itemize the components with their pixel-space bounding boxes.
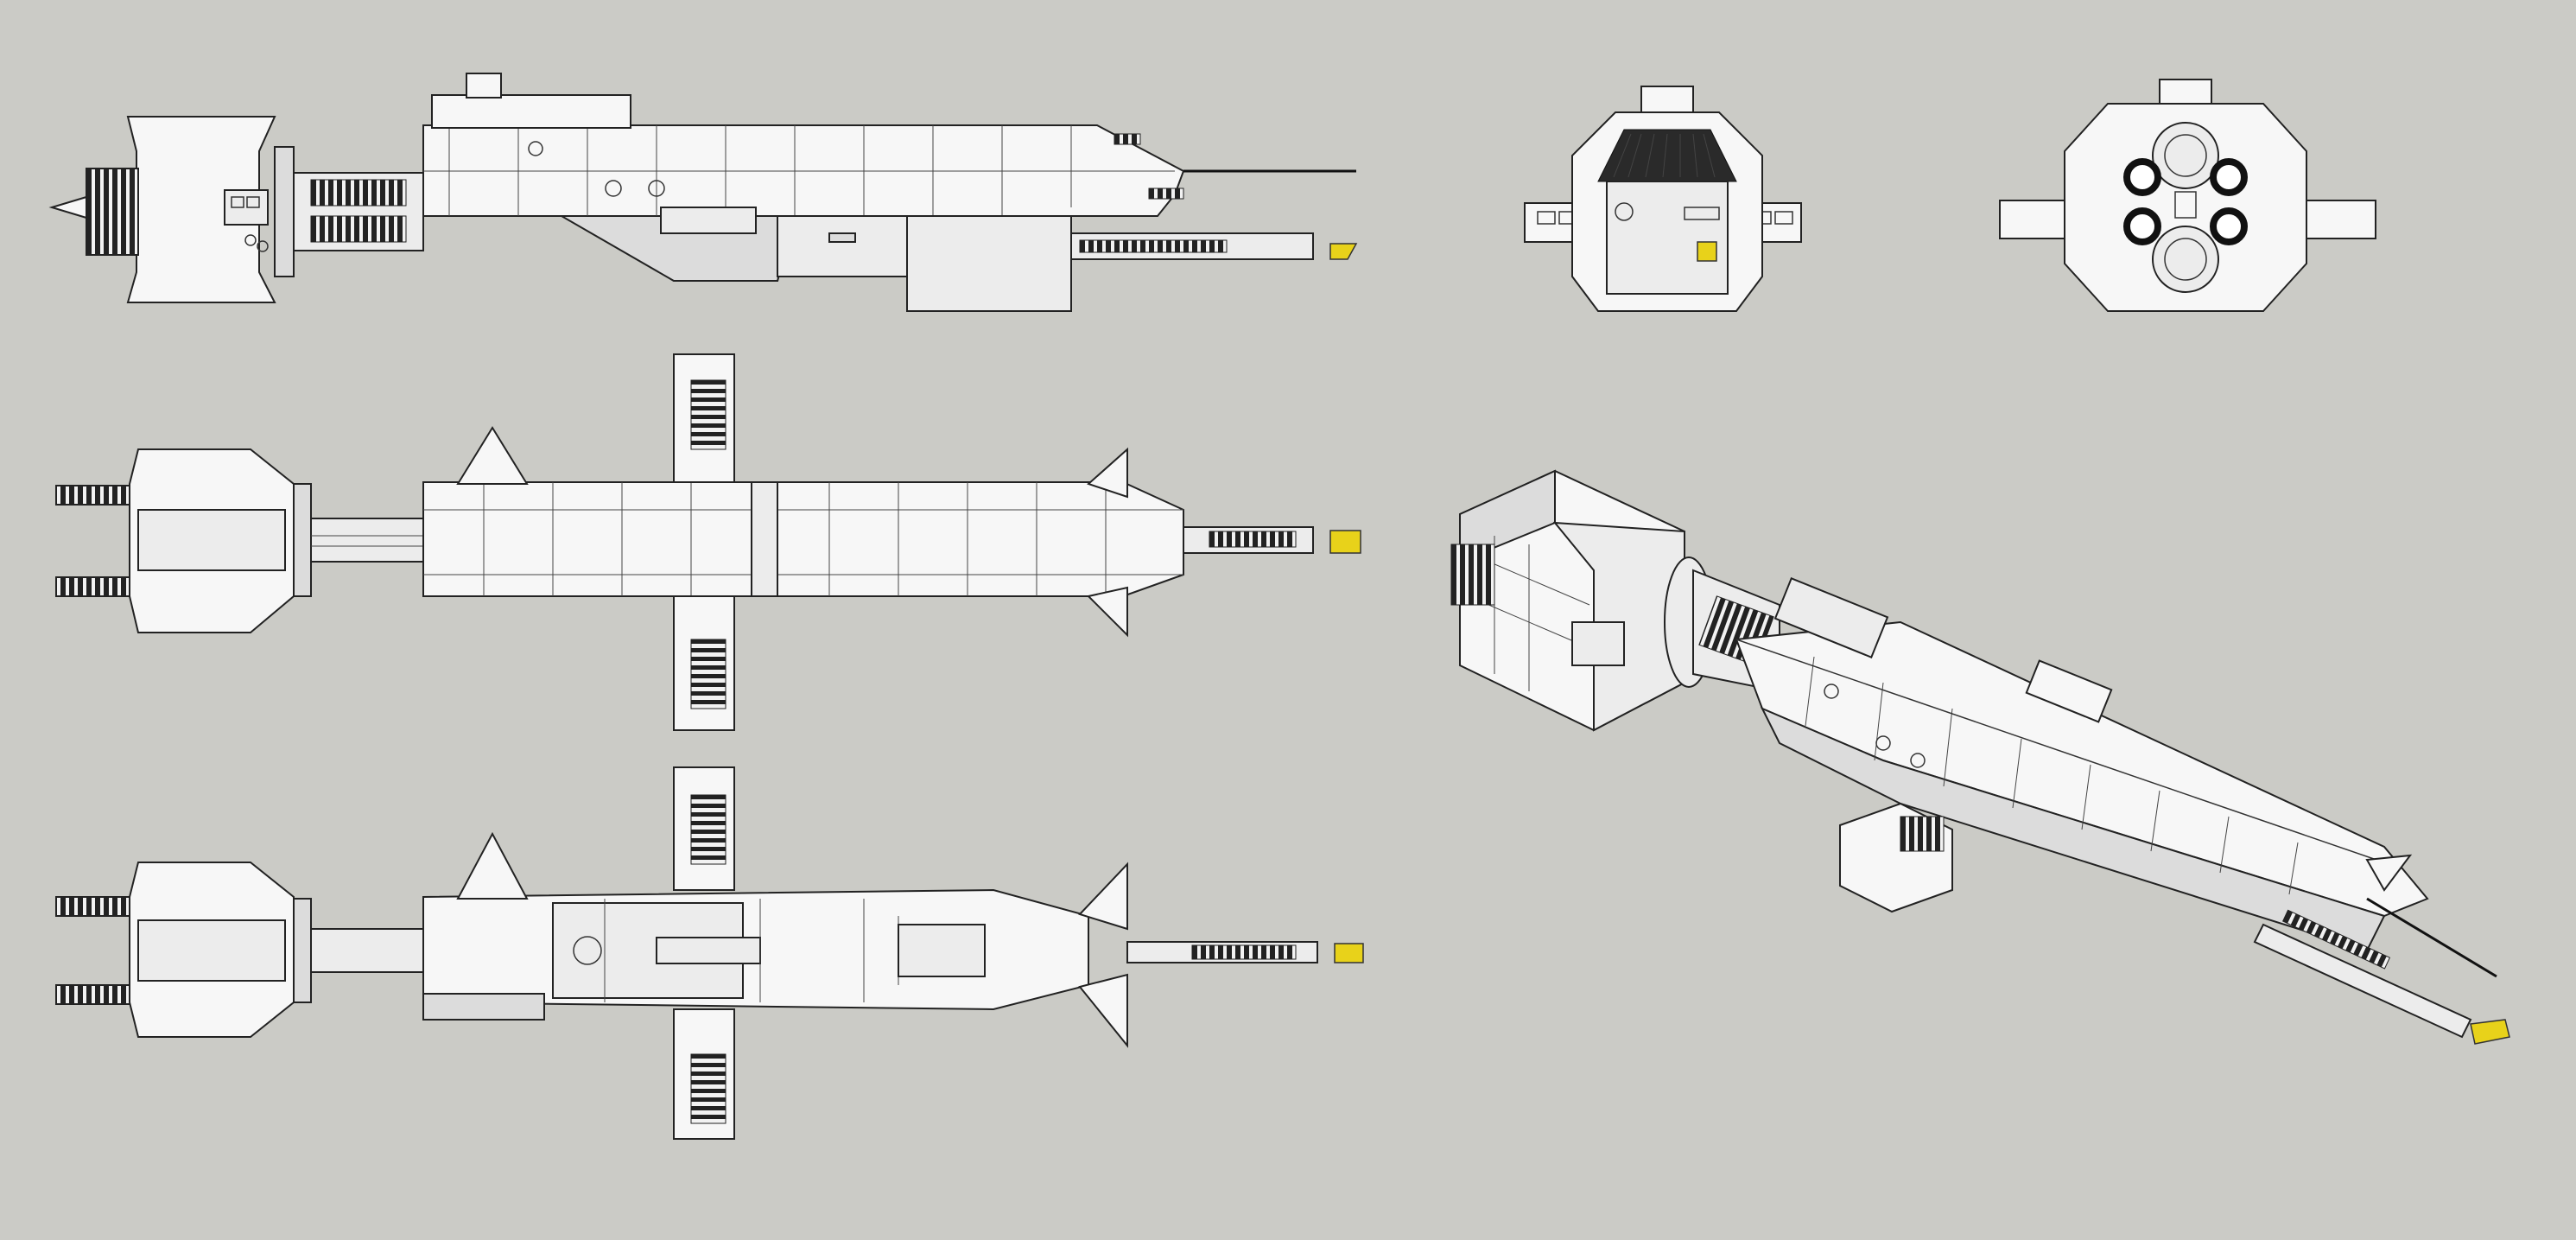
top-view	[55, 353, 1361, 731]
bottom-view	[55, 766, 1364, 1140]
perspective-view	[1450, 469, 2510, 1045]
rear-view	[1999, 79, 2376, 312]
side-view	[48, 73, 1358, 312]
front-view	[1524, 86, 1802, 312]
